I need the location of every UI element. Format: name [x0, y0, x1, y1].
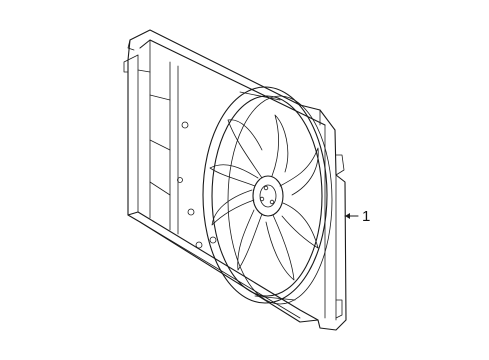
fan-ring	[202, 86, 333, 305]
arrowhead	[345, 213, 350, 219]
callout-1: 1	[344, 208, 370, 225]
fan-blades	[209, 114, 319, 281]
fan-shroud-frame	[123, 29, 347, 331]
callout-number: 1	[362, 208, 370, 225]
